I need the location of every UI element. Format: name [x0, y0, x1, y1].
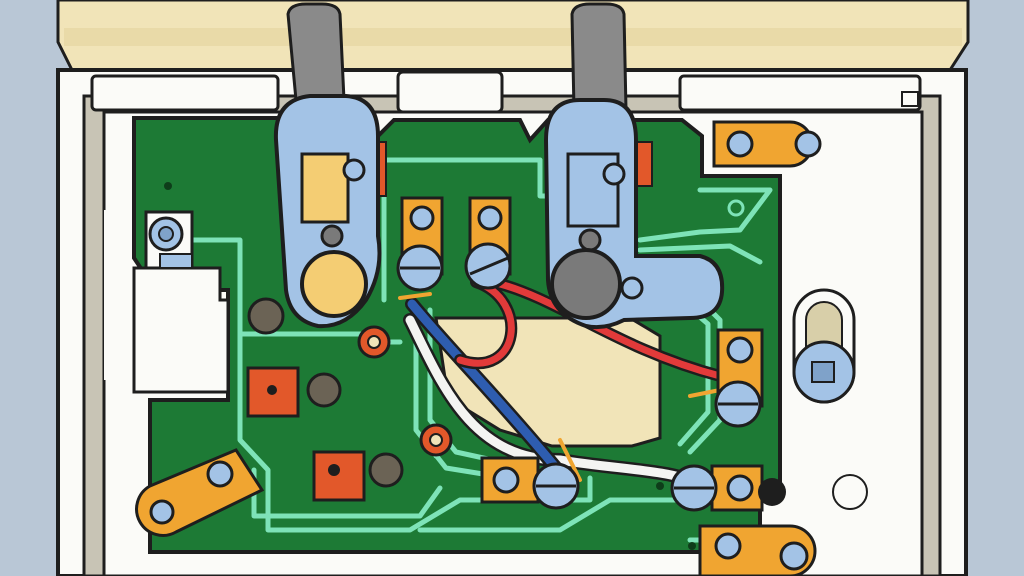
box-tab-right [678, 74, 922, 112]
box-tab-center [396, 70, 504, 114]
switch-lever-right [543, 2, 725, 330]
solder-pad [312, 450, 366, 502]
pcb-components [144, 141, 745, 550]
solder-pad [246, 366, 300, 418]
box-tab-left [90, 74, 280, 112]
terminals [135, 120, 822, 576]
mounting-slot [792, 288, 856, 404]
board-via [727, 199, 745, 217]
switch-lever-left [273, 2, 382, 329]
board-via [688, 542, 696, 550]
mounting-hole [832, 474, 868, 510]
top-cover-plate [56, 0, 970, 72]
switch-contact [300, 152, 350, 224]
board-via [656, 482, 664, 490]
pivot-contact [300, 250, 368, 318]
rivet [306, 372, 342, 408]
pivot-contact [550, 248, 622, 320]
rivet [368, 452, 404, 488]
rivet [247, 297, 285, 335]
box-clip [901, 91, 919, 107]
copper-lead [398, 292, 432, 300]
copper-lead [558, 438, 582, 482]
board-via [164, 182, 172, 190]
